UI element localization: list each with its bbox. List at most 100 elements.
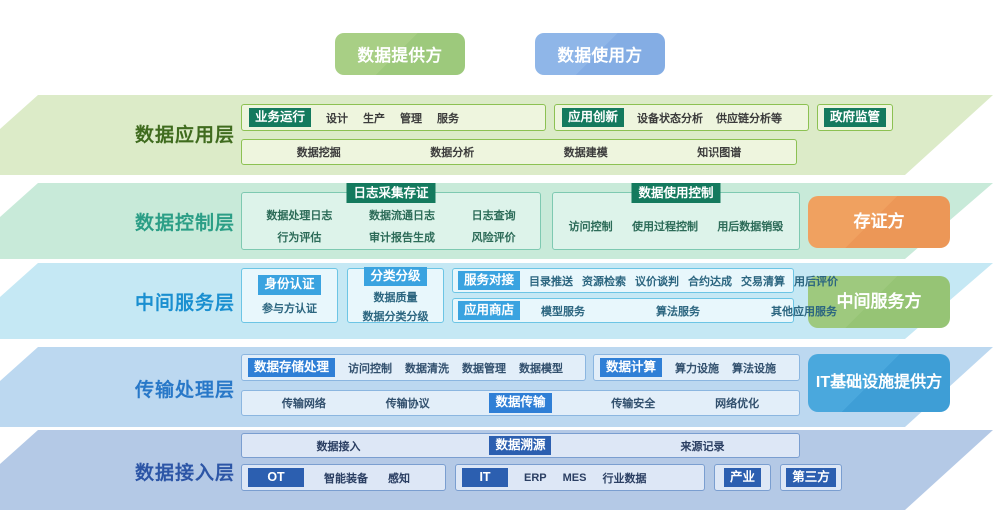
middle-group-app-store[interactable]: 应用商店 模型服务 算法服务 其他应用服务: [452, 298, 837, 323]
access-group-third-party[interactable]: 第三方: [780, 464, 842, 491]
item-price-negotiation[interactable]: 议价谈判: [635, 275, 680, 288]
transmission-row-2: 传输网络 传输协议 数据传输 传输安全 网络优化: [241, 390, 800, 416]
application-group-business[interactable]: 业务运行 设计 生产 管理 服务: [241, 104, 546, 131]
transmission-network-bar[interactable]: 传输网络 传输协议 数据传输 传输安全 网络优化: [241, 390, 800, 416]
item-network-optimization[interactable]: 网络优化: [715, 398, 760, 410]
item-production[interactable]: 生产: [363, 112, 386, 125]
item-source-record[interactable]: 来源记录: [680, 440, 725, 453]
tag-third-party[interactable]: 第三方: [786, 467, 836, 488]
item-data-management[interactable]: 数据管理: [462, 362, 507, 375]
item-usage-process-control[interactable]: 使用过程控制: [631, 221, 698, 233]
item-data-mining[interactable]: 数据挖掘: [296, 147, 341, 159]
application-row-1: 业务运行 设计 生产 管理 服务 应用创新 设备状态分析 供应链分析等 政府监管: [241, 104, 893, 131]
tag-service-docking[interactable]: 服务对接: [458, 270, 521, 291]
tag-application-innovation[interactable]: 应用创新: [562, 107, 625, 128]
item-device-status-analysis[interactable]: 设备状态分析: [637, 112, 704, 125]
actor-pill-intermediary-service[interactable]: 中间服务方: [808, 276, 950, 328]
item-design[interactable]: 设计: [326, 112, 349, 125]
item-smart-equipment[interactable]: 智能装备: [324, 472, 368, 485]
item-transmission-protocol[interactable]: 传输协议: [385, 398, 430, 410]
item-resource-retrieval[interactable]: 资源检索: [582, 275, 627, 288]
item-management[interactable]: 管理: [400, 112, 423, 125]
access-source-bar[interactable]: 数据接入 数据溯源 来源记录: [241, 433, 800, 458]
role-pill-row: 数据提供方 数据使用方: [0, 33, 993, 79]
item-data-processing-log[interactable]: 数据处理日志: [266, 210, 333, 222]
tag-industry[interactable]: 产业: [723, 467, 761, 488]
item-access-control[interactable]: 访问控制: [568, 221, 613, 233]
item-algorithm-service[interactable]: 算法服务: [656, 305, 701, 318]
item-data-model[interactable]: 数据模型: [519, 362, 564, 375]
item-transmission-network[interactable]: 传输网络: [281, 398, 326, 410]
tag-data-storage-processing[interactable]: 数据存储处理: [248, 357, 336, 378]
item-algorithm-facility[interactable]: 算法设施: [732, 362, 777, 375]
actor-pill-it-infrastructure-provider[interactable]: IT基础设施 提供方: [808, 354, 950, 412]
role-pill-data-provider[interactable]: 数据提供方: [335, 33, 465, 75]
item-behavior-assessment[interactable]: 行为评估: [277, 232, 322, 244]
item-other-app-service[interactable]: 其他应用服务: [771, 305, 838, 318]
tag-ot[interactable]: OT: [248, 467, 304, 488]
control-fieldset-usage-control[interactable]: 数据使用控制 访问控制 使用过程控制 用后数据销毁: [552, 183, 800, 250]
item-participant-authentication[interactable]: 参与方认证: [262, 302, 317, 315]
control-log-column-2: 数据流通日志 审计报告生成: [369, 207, 435, 245]
item-data-classification-grading[interactable]: 数据分类分级: [362, 311, 429, 324]
item-erp[interactable]: ERP: [524, 471, 547, 484]
actor-pill-evidence-party[interactable]: 存证方: [808, 196, 950, 248]
item-data-quality[interactable]: 数据质量: [373, 292, 418, 305]
control-usage-column-3: 用后数据销毁: [717, 218, 783, 234]
application-group-innovation[interactable]: 应用创新 设备状态分析 供应链分析等: [554, 104, 809, 131]
item-risk-evaluation[interactable]: 风险评价: [471, 232, 516, 244]
control-fieldset-log-collection[interactable]: 日志采集存证 数据处理日志 行为评估 数据流通日志 审计报告生成 日志查询 风险…: [241, 183, 541, 250]
item-industry-data[interactable]: 行业数据: [602, 472, 647, 485]
control-usage-column-1: 访问控制: [569, 218, 613, 234]
control-log-column-1: 数据处理日志 行为评估: [266, 207, 332, 245]
tag-data-transmission[interactable]: 数据传输: [489, 393, 552, 413]
tag-identity-authentication[interactable]: 身份认证: [258, 275, 321, 295]
layer-label-access: 数据接入层: [135, 463, 236, 484]
item-knowledge-graph[interactable]: 知识图谱: [697, 147, 742, 159]
application-capability-bar[interactable]: 数据挖掘 数据分析 数据建模 知识图谱: [241, 139, 797, 165]
item-log-query[interactable]: 日志查询: [471, 210, 516, 222]
middle-group-service-docking[interactable]: 服务对接 目录推送 资源检索 议价谈判 合约达成 交易清算 用后评价: [452, 268, 838, 293]
role-pill-data-consumer[interactable]: 数据使用方: [535, 33, 665, 75]
item-service[interactable]: 服务: [437, 112, 460, 125]
tag-data-computation[interactable]: 数据计算: [600, 357, 663, 378]
item-mes[interactable]: MES: [562, 471, 587, 484]
item-transmission-security[interactable]: 传输安全: [611, 398, 656, 410]
item-data-modeling[interactable]: 数据建模: [563, 147, 608, 159]
access-group-ot[interactable]: OT 智能装备 感知: [241, 464, 446, 491]
middle-group-classification[interactable]: 分类分级 数据质量 数据分类分级: [347, 266, 444, 324]
item-data-cleaning[interactable]: 数据清洗: [405, 362, 450, 375]
item-contract-conclusion[interactable]: 合约达成: [688, 275, 733, 288]
item-transaction-settlement[interactable]: 交易清算: [741, 275, 786, 288]
tag-it[interactable]: IT: [462, 467, 508, 488]
control-usage-body: 访问控制 使用过程控制 用后数据销毁: [553, 207, 799, 245]
transmission-row-1: 数据存储处理 访问控制 数据清洗 数据管理 数据模型 数据计算 算力设施 算法设…: [241, 354, 800, 381]
item-computing-facility[interactable]: 算力设施: [675, 362, 720, 375]
application-group-government[interactable]: 政府监管: [817, 104, 893, 131]
access-group-it[interactable]: IT ERP MES 行业数据: [455, 464, 705, 491]
tag-business-operation[interactable]: 业务运行: [249, 107, 312, 128]
item-model-service[interactable]: 模型服务: [541, 305, 586, 318]
item-audit-report-generation[interactable]: 审计报告生成: [368, 232, 435, 244]
legend-log-collection: 日志采集存证: [346, 183, 436, 204]
tag-data-provenance[interactable]: 数据溯源: [489, 435, 552, 456]
actor-pill-intermediary-service-label: 中间服务方: [836, 291, 922, 311]
item-access-control-transmission[interactable]: 访问控制: [348, 362, 393, 375]
item-post-use-data-destruction[interactable]: 用后数据销毁: [717, 221, 784, 233]
item-sensing[interactable]: 感知: [388, 472, 410, 485]
tag-app-store[interactable]: 应用商店: [458, 300, 521, 321]
middle-group-identity[interactable]: 身份认证 参与方认证: [241, 268, 338, 323]
tag-government-supervision[interactable]: 政府监管: [823, 107, 886, 128]
item-data-access[interactable]: 数据接入: [316, 440, 361, 453]
tag-classification-grading[interactable]: 分类分级: [364, 266, 427, 287]
item-post-use-evaluation[interactable]: 用后评价: [794, 275, 839, 288]
transmission-group-storage[interactable]: 数据存储处理 访问控制 数据清洗 数据管理 数据模型: [241, 354, 586, 381]
layer-label-control: 数据控制层: [135, 213, 236, 234]
item-catalog-push[interactable]: 目录推送: [529, 275, 574, 288]
access-group-industry[interactable]: 产业: [714, 464, 771, 491]
access-row-2: OT 智能装备 感知 IT ERP MES 行业数据 产业 第三方: [241, 464, 842, 491]
item-supply-chain-analysis[interactable]: 供应链分析等: [716, 112, 783, 125]
transmission-group-compute[interactable]: 数据计算 算力设施 算法设施: [593, 354, 800, 381]
item-data-circulation-log[interactable]: 数据流通日志: [368, 210, 435, 222]
item-data-analysis[interactable]: 数据分析: [430, 147, 475, 159]
